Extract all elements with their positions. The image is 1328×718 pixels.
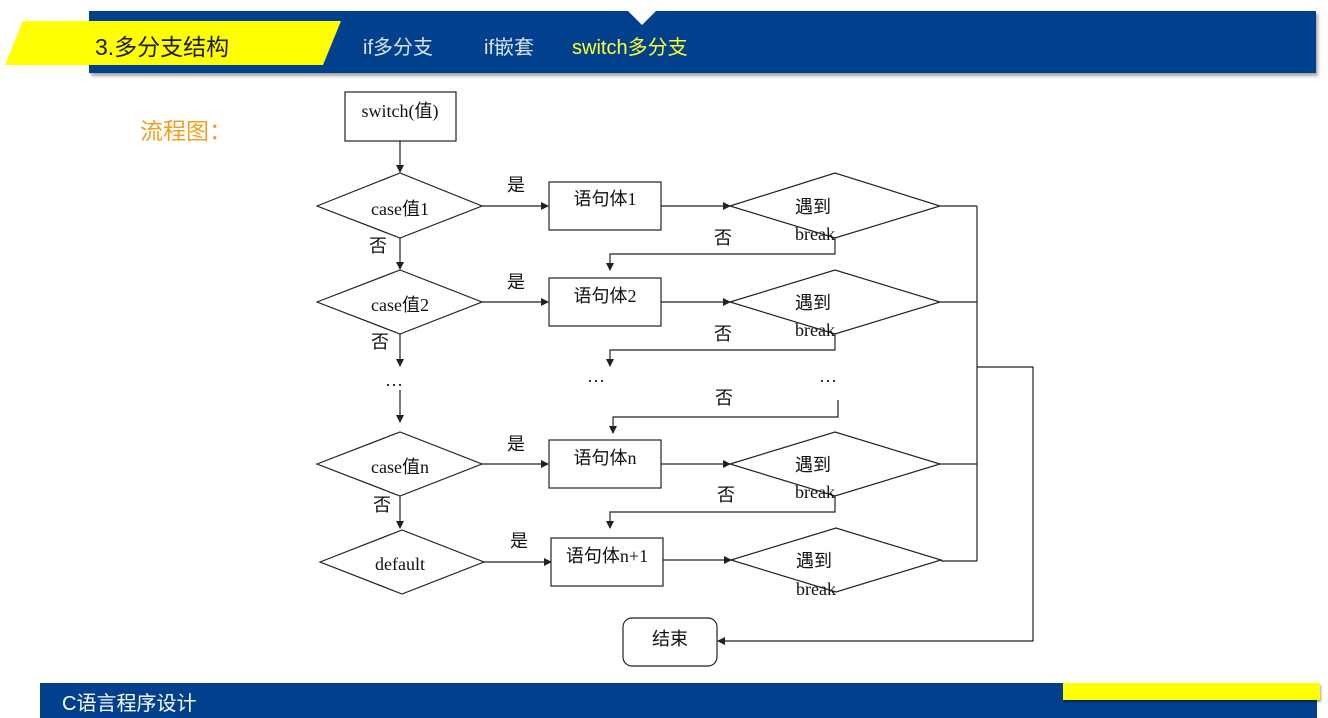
breakn-diamond [727, 431, 943, 497]
arrow-breakn-no [606, 496, 836, 529]
ellipsis-breaks: … [819, 366, 837, 386]
arrow-break1-no [606, 238, 836, 271]
casen-label: case值n [371, 457, 429, 477]
casen-yes-label: 是 [507, 434, 525, 454]
break1-diamond [727, 172, 943, 239]
break1-label-line1: 遇到 [795, 197, 831, 217]
tab-switch-multi-branch[interactable]: switch多分支 [572, 37, 688, 59]
breakn-label-line1: 遇到 [795, 455, 831, 475]
break2-diamond [727, 269, 943, 335]
end-node [622, 617, 718, 667]
ellipsis-bodies: … [587, 366, 605, 386]
breakn-no-label: 否 [717, 485, 735, 505]
default-label: default [375, 554, 425, 574]
breakn1-diamond [728, 527, 944, 593]
casen-no-label: 否 [373, 495, 391, 515]
arrow-break2-no [606, 334, 836, 367]
case1-label: case值1 [371, 199, 429, 219]
body1-label: 语句体1 [574, 189, 637, 209]
bodyn1-node [550, 537, 664, 587]
case1-no-label: 否 [369, 236, 387, 256]
flowchart-label: 流程图： [140, 118, 232, 144]
break1-no-label: 否 [714, 228, 732, 248]
ellipsis-cases: … [385, 370, 403, 390]
body2-label: 语句体2 [574, 286, 637, 306]
case2-no-label: 否 [371, 332, 389, 352]
case2-yes-label: 是 [507, 272, 525, 292]
tab-if-nested[interactable]: if嵌套 [484, 37, 534, 59]
breakn-label-line2: break [795, 482, 835, 502]
breakn1-label-line2: break [796, 579, 836, 599]
break2-no-label: 否 [714, 324, 732, 344]
bodyn1-label: 语句体n+1 [566, 546, 648, 566]
default-yes-label: 是 [510, 531, 528, 551]
arrow-exit-to-end [717, 366, 1034, 645]
bodyn-node [548, 439, 662, 489]
section-tab [5, 21, 341, 65]
bodyn-label: 语句体n [574, 448, 637, 468]
arrow-ellipsis-no [609, 400, 839, 434]
break1-label-line2: break [795, 224, 835, 244]
active-tab-indicator [628, 11, 656, 25]
case1-yes-label: 是 [507, 175, 525, 195]
break2-label-line1: 遇到 [795, 293, 831, 313]
section-title: 3.多分支结构 [95, 34, 230, 60]
course-title: C语言程序设计 [62, 693, 197, 715]
ellipsis-no-label: 否 [715, 388, 733, 408]
footer-accent [1063, 683, 1320, 700]
start-node-label: switch(值) [362, 101, 439, 122]
case2-label: case值2 [371, 295, 429, 315]
end-node-label: 结束 [652, 629, 688, 649]
tab-if-multi-branch[interactable]: if多分支 [363, 37, 433, 59]
breakn1-label-line1: 遇到 [796, 551, 832, 571]
break2-label-line2: break [795, 320, 835, 340]
